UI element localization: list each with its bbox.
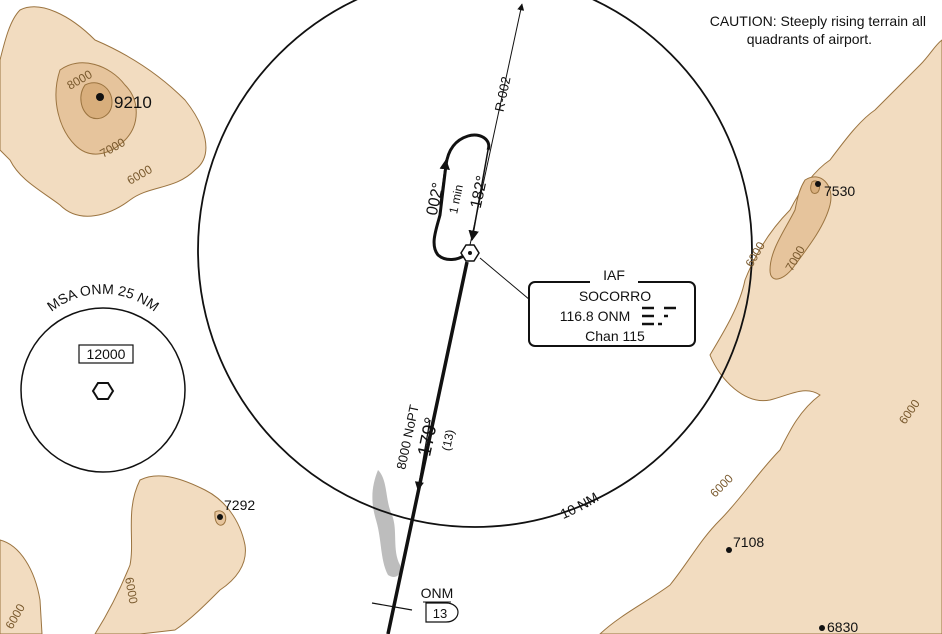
- iaf-leader-line: [479, 257, 531, 301]
- spot-elevation-dot: [726, 547, 732, 553]
- approach-course-arrow: [414, 419, 431, 491]
- holding-outbound-arrow: [439, 158, 450, 206]
- approach-course-line: [386, 261, 469, 634]
- iaf-name: SOCORRO: [578, 288, 652, 304]
- spot-elevation-6830: 6830: [827, 619, 858, 634]
- holding-inbound-leg: [468, 149, 489, 242]
- morse-code-icon: [642, 306, 676, 326]
- spot-elevation-dot: [819, 625, 825, 631]
- terrain-southwest: [0, 475, 246, 634]
- approach-distance: (13): [439, 428, 457, 452]
- spot-elevation-7108: 7108: [733, 534, 764, 550]
- fix-dme-box: [425, 602, 459, 623]
- fix-dme-value: 13: [433, 606, 447, 621]
- approach-course: 179°: [414, 415, 443, 458]
- terrain-northwest: [0, 6, 207, 217]
- iaf-frequency: 116.8 ONM: [559, 308, 631, 324]
- spot-elevation-dot: [96, 93, 104, 101]
- spot-elevation-7530: 7530: [824, 183, 855, 199]
- holding-leg-time: 1 min: [446, 183, 466, 215]
- spot-elevation-7292: 7292: [224, 497, 255, 513]
- vortac-symbol: [460, 244, 480, 262]
- holding-pattern: [432, 133, 491, 261]
- msa-circle: [20, 307, 186, 473]
- radial-label: R-002: [492, 75, 514, 113]
- ring-distance-label: 10 NM: [558, 489, 601, 522]
- caution-line-2: quadrants of airport.: [746, 31, 872, 47]
- msa-altitude: 12000: [87, 346, 126, 362]
- fix-name: ONM: [421, 585, 454, 601]
- msa-title: MSA ONM 25 NM: [44, 281, 162, 315]
- terrain-east: [599, 39, 942, 634]
- iaf-label: IAF: [590, 267, 638, 283]
- contour-label: 6000: [122, 576, 140, 605]
- holding-outbound-course: 002°: [424, 181, 448, 217]
- iaf-channel: Chan 115: [585, 328, 645, 344]
- holding-inbound-course: 182°: [468, 174, 492, 210]
- caution-note: CAUTION: Steeply rising terrain all quad…: [626, 12, 926, 48]
- fix-crossbar: [371, 602, 413, 611]
- msa-altitude-box: [78, 344, 134, 364]
- caution-line-1: CAUTION: Steeply rising terrain all: [709, 13, 926, 29]
- spot-elevation-dot: [815, 181, 821, 187]
- contour-label: 6000: [707, 471, 736, 500]
- spot-elevation-9210: 9210: [114, 93, 152, 112]
- spot-elevation-dot: [217, 514, 223, 520]
- msa-vor-symbol: [91, 382, 115, 400]
- wash-feature: [372, 470, 401, 577]
- ten-nm-ring: [197, 0, 753, 528]
